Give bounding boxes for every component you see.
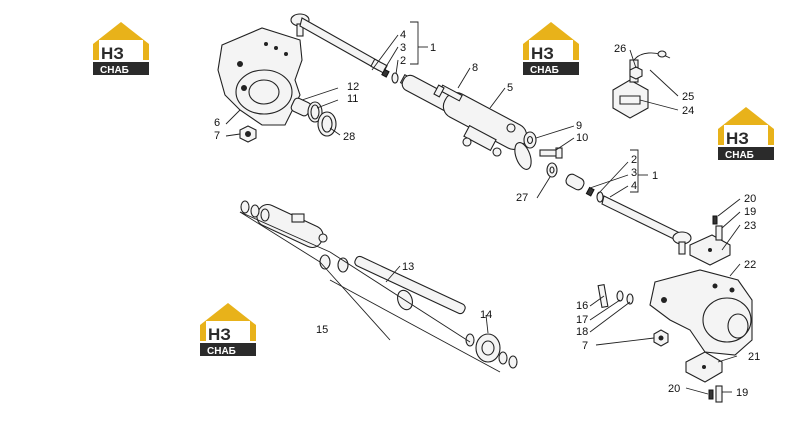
- bolt-20-top: [712, 215, 718, 225]
- callout-5: 5: [507, 82, 513, 94]
- nut-26: [629, 66, 643, 80]
- bolt-16: [597, 284, 609, 308]
- callout-27: 27: [516, 192, 528, 204]
- callout-2-upper: 2: [400, 55, 406, 67]
- bolt-19-bottom: [715, 385, 723, 403]
- callout-18: 18: [576, 326, 588, 338]
- callout-12: 12: [347, 81, 359, 93]
- washer-9: [523, 131, 537, 149]
- svg-text:СНАБ: СНАБ: [207, 346, 236, 357]
- callout-26: 26: [614, 43, 626, 55]
- sensor-bracket-24: [612, 79, 649, 119]
- callout-16: 16: [576, 300, 588, 312]
- callout-4-upper: 4: [400, 29, 406, 41]
- brand-logo: НЗ СНАБ: [93, 22, 149, 76]
- callout-13: 13: [402, 261, 414, 273]
- upper-tie-rod: [290, 13, 388, 74]
- steering-cylinder-assembly: [401, 74, 532, 170]
- callout-28: 28: [343, 131, 355, 143]
- svg-text:НЗ: НЗ: [726, 129, 749, 148]
- callout-19-bottom: 19: [736, 387, 748, 399]
- callout-15: 15: [316, 324, 328, 336]
- bolt-10: [539, 147, 563, 159]
- cap-21: [685, 351, 723, 383]
- brand-logo: НЗ СНАБ: [200, 303, 256, 357]
- bolt-19-top: [715, 225, 723, 241]
- svg-text:НЗ: НЗ: [531, 44, 554, 63]
- callout-20-bottom: 20: [668, 383, 680, 395]
- left-steering-knuckle: [217, 27, 303, 126]
- leader-lines: [225, 21, 741, 395]
- piston-14: [465, 333, 501, 363]
- svg-text:НЗ: НЗ: [208, 325, 231, 344]
- lower-tie-rod-end-parts: [565, 173, 604, 203]
- callout-4-lower: 4: [631, 180, 637, 192]
- washer-27: [546, 162, 558, 178]
- cap-23: [689, 234, 731, 266]
- callout-6: 6: [214, 117, 220, 129]
- callout-17: 17: [576, 314, 588, 326]
- callout-20-top: 20: [744, 193, 756, 205]
- o-rings-lower: [498, 351, 518, 369]
- callout-11: 11: [347, 93, 358, 105]
- svg-text:НЗ: НЗ: [101, 44, 124, 63]
- callout-3-lower: 3: [631, 167, 637, 179]
- callout-22: 22: [744, 259, 756, 271]
- o-rings-right-upper: [319, 254, 349, 273]
- bolt-8: [433, 84, 463, 102]
- callout-9: 9: [576, 120, 582, 132]
- callout-24: 24: [682, 105, 694, 117]
- callout-1-lower: 1: [652, 170, 658, 182]
- brand-logo: НЗ СНАБ: [523, 22, 579, 76]
- callout-3-upper: 3: [400, 42, 406, 54]
- brand-logo: НЗ СНАБ: [718, 107, 774, 161]
- svg-text:СНАБ: СНАБ: [725, 150, 754, 161]
- callout-10: 10: [576, 132, 588, 144]
- callout-7-left: 7: [214, 130, 220, 142]
- callout-25: 25: [682, 91, 694, 103]
- svg-text:СНАБ: СНАБ: [530, 65, 559, 76]
- callout-8: 8: [472, 62, 478, 74]
- piston-rod-13: [354, 255, 466, 315]
- callout-2-lower: 2: [631, 154, 637, 166]
- washer-18: [626, 293, 634, 305]
- lower-tie-rod: [601, 195, 692, 255]
- callout-21: 21: [748, 351, 760, 363]
- callout-14: 14: [480, 309, 492, 321]
- callout-19-top: 19: [744, 206, 756, 218]
- callout-23: 23: [744, 220, 756, 232]
- nut-right: [653, 329, 669, 347]
- bolt-20-bottom: [708, 389, 714, 400]
- right-steering-knuckle: [649, 269, 753, 356]
- seal-28: [317, 111, 337, 137]
- svg-text:СНАБ: СНАБ: [100, 65, 129, 76]
- washer-17: [616, 290, 624, 302]
- o-rings-left-upper: [240, 200, 270, 222]
- callout-labels: 4 3 1 2 8 5 9 10 27 2 3 1 4 12 11 28 6 7…: [214, 29, 760, 399]
- callout-1-upper: 1: [430, 42, 436, 54]
- nut-left: [239, 125, 257, 143]
- callout-7-right: 7: [582, 340, 588, 352]
